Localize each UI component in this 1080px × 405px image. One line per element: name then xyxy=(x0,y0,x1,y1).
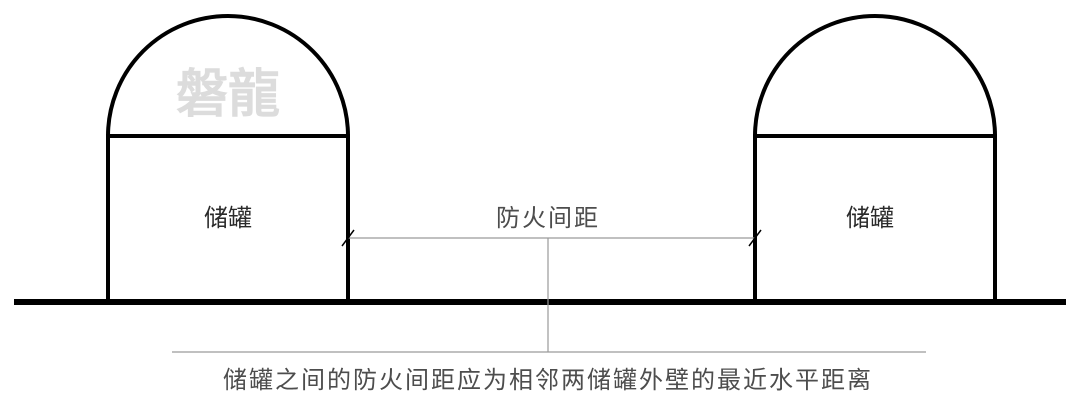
left-tank-label: 储罐 xyxy=(204,204,252,232)
right-tank: 储罐 xyxy=(753,14,997,304)
left-tick-mark xyxy=(341,229,355,247)
left-tank-dome xyxy=(106,14,350,137)
right-tick-mark xyxy=(748,229,762,247)
right-tank-label: 储罐 xyxy=(846,204,894,232)
caption-text: 储罐之间的防火间距应为相邻两储罐外壁的最近水平距离 xyxy=(223,366,873,394)
fire-spacing-dimension: 防火间距 xyxy=(341,204,762,352)
left-tank: 磐龍 储罐 xyxy=(106,14,350,304)
fire-spacing-label: 防火间距 xyxy=(496,204,600,232)
right-tank-dome xyxy=(753,14,997,137)
watermark-logo: 磐龍 xyxy=(176,65,280,125)
